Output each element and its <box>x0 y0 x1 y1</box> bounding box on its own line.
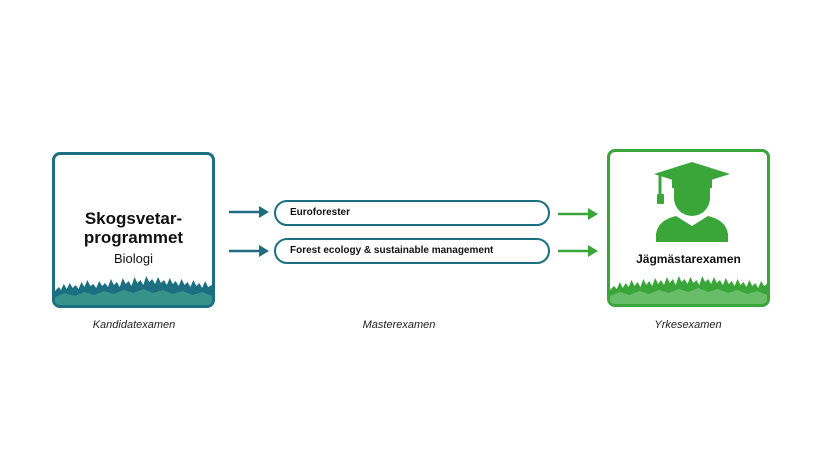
degree-box-jagmastarexamen: Jägmästarexamen <box>607 149 770 307</box>
caption-yrkesexamen: Yrkesexamen <box>654 319 722 331</box>
degree-title: Jägmästarexamen <box>636 252 741 266</box>
arrow-right-icon <box>229 206 269 218</box>
program-title-line1: Skogsvetar- <box>84 209 183 228</box>
arrow-right-icon <box>558 245 598 257</box>
program-pill-euroforester: Euroforester <box>274 200 550 226</box>
program-pill-forest-ecology: Forest ecology & sustainable management <box>274 238 550 264</box>
caption-kandidatexamen: Kandidatexamen <box>92 319 176 331</box>
graduate-icon <box>654 162 730 242</box>
caption-masterexamen: Masterexamen <box>362 319 436 331</box>
arrow-right-icon <box>229 245 269 257</box>
program-title-line2: programmet <box>83 228 184 247</box>
program-box-skogsvetar: Skogsvetar- programmet Biologi <box>52 152 215 308</box>
program-subtitle: Biologi <box>113 251 154 266</box>
forest-green-illustration <box>610 276 767 304</box>
forest-teal-illustration <box>55 276 212 305</box>
program-title: Skogsvetar- programmet <box>55 209 212 247</box>
arrow-right-icon <box>558 208 598 220</box>
